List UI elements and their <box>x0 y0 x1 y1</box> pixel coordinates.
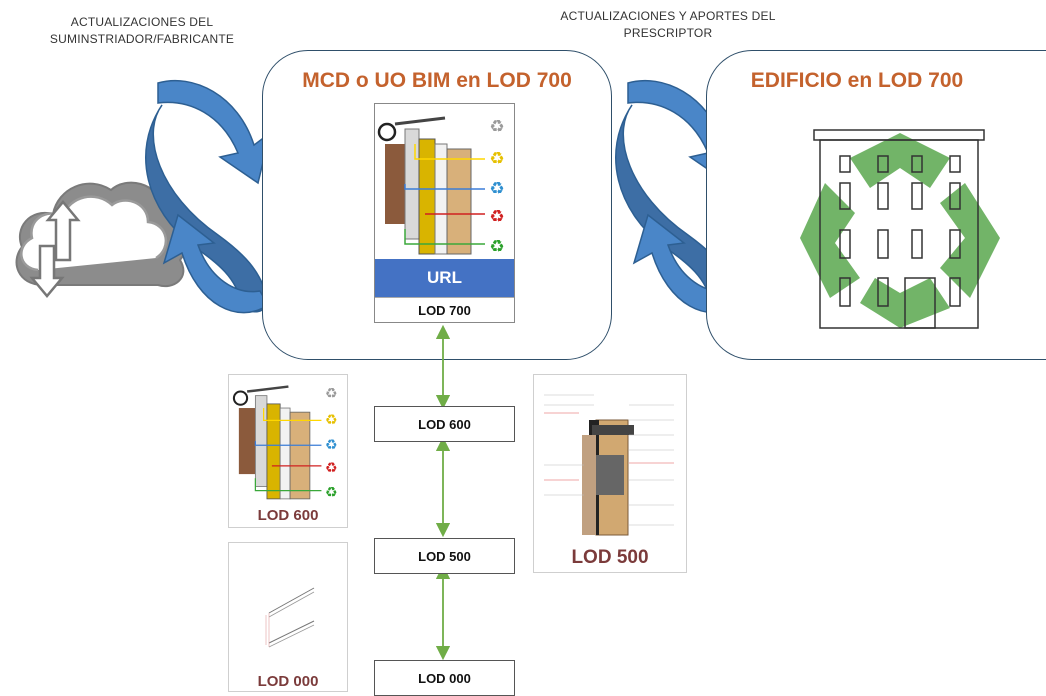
recycle-icon: ♻ ♻ ♻ ♻ ♻ <box>489 117 504 257</box>
wall-layers-illustration: ♻ ♻ ♻ ♻ ♻ <box>377 116 505 257</box>
svg-text:♻: ♻ <box>489 179 504 199</box>
caption-supplier-updates: ACTUALIZACIONES DEL SUMINSTRIADOR/FABRIC… <box>49 15 235 46</box>
caption-prescriber-updates: ACTUALIZACIONES Y APORTES DEL PRESCRIPTO… <box>560 9 776 40</box>
lod-level-700: LOD 700 <box>375 297 514 322</box>
cloud-upload-download-icon <box>8 150 198 320</box>
lod500-card-label: LOD 500 <box>571 547 649 568</box>
svg-text:♻: ♻ <box>325 437 338 453</box>
building-panel-title: EDIFICIO en LOD 700 <box>750 69 964 92</box>
cycle-arrow-icon <box>118 75 288 330</box>
svg-text:♻: ♻ <box>489 149 504 169</box>
lod-connectors <box>435 324 451 661</box>
svg-text:♻: ♻ <box>325 413 338 429</box>
wall-detail-drawing <box>544 394 674 536</box>
lod-level-500: LOD 500 <box>374 538 515 574</box>
lod-level-600: LOD 600 <box>374 406 515 442</box>
recycle-icon <box>800 133 1000 328</box>
lod-level-000: LOD 000 <box>374 660 515 696</box>
wall-layers-illustration: ♻ ♻ ♻ ♻ ♻ <box>232 385 338 501</box>
building-icon <box>790 128 1010 333</box>
svg-text:♻: ♻ <box>325 485 338 501</box>
svg-text:♻: ♻ <box>489 207 504 227</box>
lod700-model-card: ♻ ♻ ♻ ♻ ♻ URL LOD 700 <box>374 103 515 323</box>
svg-text:♻: ♻ <box>325 460 338 476</box>
lod000-card: LOD 000 <box>228 542 348 692</box>
mcd-panel-title: MCD o UO BIM en LOD 700 <box>302 69 572 92</box>
lod000-card-label: LOD 000 <box>257 673 319 690</box>
svg-text:♻: ♻ <box>489 237 504 257</box>
wall-sketch-drawing <box>265 587 315 648</box>
svg-text:♻: ♻ <box>489 117 504 137</box>
lod500-card: LOD 500 <box>533 374 687 573</box>
url-link[interactable]: URL <box>375 259 514 297</box>
svg-text:♻: ♻ <box>325 386 338 402</box>
lod600-card: ♻ ♻ ♻ ♻ ♻ LOD 600 <box>228 374 348 528</box>
lod600-card-label: LOD 600 <box>257 507 319 524</box>
recycle-icon: ♻ ♻ ♻ ♻ ♻ <box>325 386 338 501</box>
